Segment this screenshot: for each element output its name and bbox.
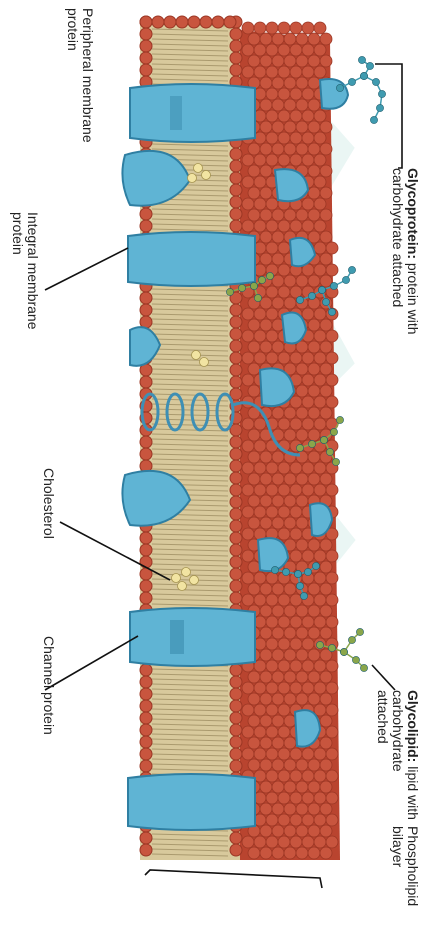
integral-protein-3 xyxy=(128,774,255,830)
line-glycolipid xyxy=(372,665,395,690)
integral-protein-2 xyxy=(128,232,255,286)
bracket-bilayer xyxy=(145,870,322,888)
label-glycolipid: Glycolipid: lipid with carbohydrate atta… xyxy=(375,690,420,820)
line-channel xyxy=(45,636,138,690)
label-channel-protein: Channel protein xyxy=(41,636,56,735)
label-glycoprotein: Glycoprotein: protein with carbohydrate … xyxy=(390,168,420,335)
channel-protein xyxy=(130,608,255,666)
line-integral xyxy=(45,248,128,290)
label-integral-membrane-protein: Integral membrane protein xyxy=(10,212,40,330)
label-cholesterol: Cholesterol xyxy=(41,468,56,539)
integral-protein-1 xyxy=(130,84,255,142)
label-phospholipid-bilayer: Phospholipid bilayer xyxy=(390,826,420,906)
label-peripheral-membrane-protein: Peripheral membrane protein xyxy=(65,8,95,143)
